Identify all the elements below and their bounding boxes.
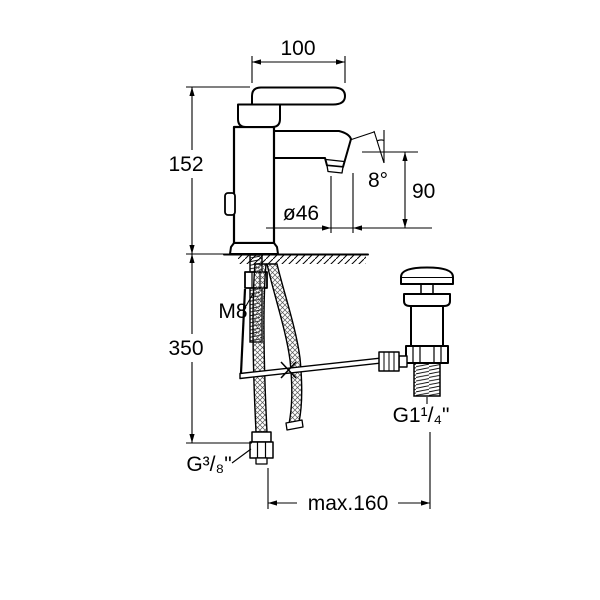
supply-hoses bbox=[249, 263, 304, 465]
dim-152-lines bbox=[186, 86, 250, 255]
drain-coupling-nut bbox=[405, 345, 449, 364]
dimension-lines bbox=[186, 56, 432, 509]
faucet-body bbox=[232, 125, 276, 245]
faucet-spout bbox=[273, 130, 352, 168]
arrow-152-bottom bbox=[189, 245, 195, 254]
stopper-stem bbox=[420, 284, 434, 294]
hose-fitting-nut bbox=[249, 441, 274, 459]
hose-right-end-cap bbox=[285, 419, 304, 431]
dim-100-lines bbox=[251, 56, 346, 83]
g38-leader bbox=[231, 448, 252, 464]
faucet-group bbox=[224, 86, 352, 255]
dim-max160-lines bbox=[267, 432, 431, 509]
arrow-350-top bbox=[189, 254, 195, 263]
dim-46-ticks bbox=[330, 173, 354, 233]
drain-tailpiece-threads bbox=[413, 361, 441, 397]
dimension-arrows bbox=[189, 59, 430, 506]
drain-flange bbox=[403, 293, 451, 307]
faucet-lever bbox=[251, 86, 346, 106]
angle-8-lines bbox=[349, 130, 385, 164]
cartridge-cap bbox=[237, 103, 281, 128]
dim-top-width-label: 100 bbox=[280, 37, 315, 60]
dim-350-lines bbox=[186, 254, 252, 444]
linkage-group bbox=[239, 351, 400, 380]
arrow-152-top bbox=[189, 87, 195, 96]
supply-hose-right bbox=[266, 263, 303, 425]
hose-fitting-tail bbox=[255, 457, 268, 465]
arrow-max160-right bbox=[421, 500, 430, 506]
popup-pull-rod bbox=[239, 288, 247, 374]
arrow-90-bottom bbox=[402, 219, 408, 228]
drain-body bbox=[410, 305, 444, 347]
dim-body-height-label: 152 bbox=[168, 153, 203, 176]
arrow-100-left bbox=[252, 59, 261, 65]
arrow-100-right bbox=[336, 59, 345, 65]
drain-assembly bbox=[398, 266, 454, 397]
arrow-max160-left bbox=[268, 500, 277, 506]
dimension-texts: 100 152 8° 90 ø46 M8 350 G1¹/₄" G³/₈" ma… bbox=[168, 37, 449, 515]
arrow-90-top bbox=[402, 152, 408, 161]
dim-install-height-label: 350 bbox=[168, 337, 203, 360]
aerator-ring bbox=[326, 164, 344, 174]
drain-nut-facets bbox=[412, 346, 442, 363]
dim-hose-thread-label: G³/₈" bbox=[186, 453, 231, 476]
supply-hose-left bbox=[252, 263, 268, 433]
drain-stopper bbox=[400, 266, 454, 285]
dim-shank-thread-label: M8 bbox=[218, 300, 247, 323]
dim-spout-angle-label: 8° bbox=[368, 169, 388, 192]
arrow-350-bottom bbox=[189, 434, 195, 443]
hose-fitting-collar bbox=[251, 431, 272, 443]
arrow-46-right bbox=[353, 225, 362, 231]
arrow-46-left bbox=[322, 225, 331, 231]
dim-aerator-diameter-label: ø46 bbox=[283, 202, 319, 225]
joint-connector bbox=[398, 355, 408, 368]
deck-hatch bbox=[238, 255, 366, 264]
m8-leader bbox=[245, 291, 255, 307]
dim-max-distance-label: max.160 bbox=[308, 492, 389, 515]
popup-knob bbox=[224, 192, 236, 216]
mounting-deck bbox=[223, 253, 369, 264]
faucet-base bbox=[229, 242, 279, 255]
aerator-line bbox=[325, 158, 345, 163]
dim-90-lines bbox=[266, 151, 432, 229]
joint-knurl-facets bbox=[383, 352, 395, 371]
hose-nut-facets bbox=[256, 442, 267, 458]
linkage-adjust-marker bbox=[280, 361, 297, 379]
dim-spout-height-label: 90 bbox=[412, 180, 435, 203]
dim-drain-thread-label: G1¹/₄" bbox=[393, 404, 450, 427]
drawing-root: 100 152 8° 90 ø46 M8 350 G1¹/₄" G³/₈" ma… bbox=[168, 37, 454, 515]
